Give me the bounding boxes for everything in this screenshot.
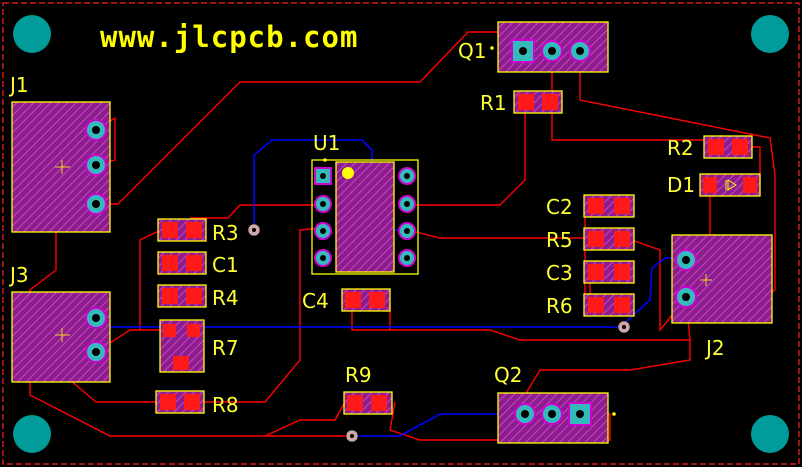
label-r9: R9	[345, 363, 372, 387]
label-q1: Q1	[458, 39, 486, 63]
label-r1: R1	[480, 91, 507, 115]
ic-u1[interactable]	[311, 158, 419, 275]
label-r2: R2	[667, 136, 694, 160]
label-c1: C1	[212, 253, 239, 277]
mounting-hole-bottom-right	[751, 415, 789, 453]
transistor-q1[interactable]	[490, 21, 609, 73]
label-r8: R8	[212, 393, 239, 417]
mounting-hole-bottom-left	[13, 415, 51, 453]
resistor-r8[interactable]	[155, 390, 205, 414]
resistor-r3[interactable]	[157, 218, 207, 242]
capacitor-c2[interactable]	[583, 194, 635, 218]
resistor-r2[interactable]	[703, 135, 753, 159]
label-j1: J1	[8, 73, 29, 97]
vias	[247, 223, 631, 443]
resistor-r9[interactable]	[343, 391, 393, 415]
label-r4: R4	[212, 286, 239, 310]
connector-j3[interactable]	[11, 291, 111, 383]
transistor-q2[interactable]	[497, 392, 616, 444]
label-c3: C3	[546, 261, 573, 285]
connector-j2[interactable]	[671, 234, 773, 324]
capacitor-c4[interactable]	[341, 288, 391, 312]
resistor-r5[interactable]	[583, 227, 635, 251]
mounting-hole-top-right	[751, 15, 789, 53]
label-r3: R3	[212, 221, 239, 245]
label-r5: R5	[546, 228, 573, 252]
label-d1: D1	[667, 173, 695, 197]
resistor-r4[interactable]	[157, 284, 207, 308]
label-r6: R6	[546, 294, 573, 318]
label-c2: C2	[546, 195, 573, 219]
label-j2: J2	[704, 336, 725, 360]
label-q2: Q2	[494, 363, 522, 387]
label-j3: J3	[8, 263, 29, 287]
diode-d1[interactable]	[699, 173, 761, 197]
capacitor-c3[interactable]	[583, 260, 635, 284]
connector-j1[interactable]	[11, 101, 111, 233]
site-text: www.jlcpcb.com	[100, 20, 358, 54]
resistor-r1[interactable]	[513, 90, 563, 114]
label-c4: C4	[302, 289, 329, 313]
label-r7: R7	[212, 336, 239, 360]
mounting-hole-top-left	[13, 15, 51, 53]
resistor-r7[interactable]	[159, 319, 205, 373]
resistor-r6[interactable]	[583, 293, 635, 317]
label-u1: U1	[313, 131, 340, 155]
capacitor-c1[interactable]	[157, 251, 207, 275]
